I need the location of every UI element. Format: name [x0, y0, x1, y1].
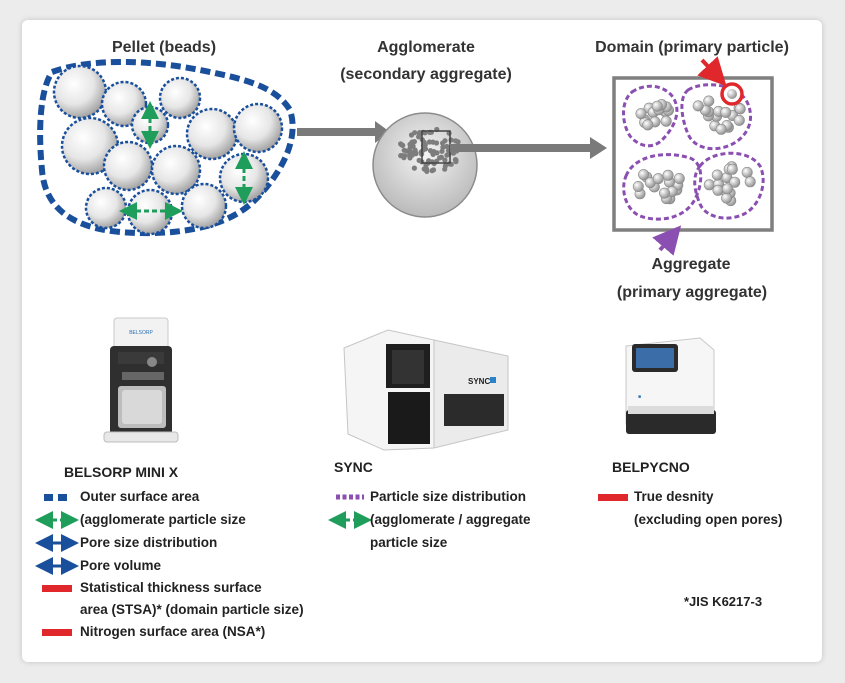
agglomerate-dot: [453, 138, 459, 144]
domain-particle: [651, 100, 663, 112]
agglomerate-dot: [409, 139, 415, 145]
legend-belsorp-6: Nitrogen surface area (NSA*): [80, 624, 266, 639]
label-pellet: Pellet (beads): [111, 39, 217, 56]
instrument-belsorp-image: BELSORP: [103, 317, 179, 443]
domain-particle: [726, 163, 738, 175]
pellet-beads: [52, 64, 284, 236]
aggregate-outline-3: [622, 153, 703, 221]
swatch-red-3: [598, 494, 628, 501]
domain-particle: [638, 169, 650, 181]
agglomerate-dot: [430, 167, 437, 173]
domain-particle: [734, 103, 746, 115]
swatch-blue-dashed: [44, 494, 53, 501]
domain-particle: [715, 123, 727, 135]
domain-red-arrow: [697, 56, 727, 87]
agglomerate-dot: [453, 157, 459, 163]
swatch-red-2: [42, 629, 72, 636]
legend-belsorp-3: Pore volume: [80, 558, 162, 573]
legend-belsorp-1: (agglomerate particle size: [80, 512, 246, 527]
instrument-sync-image: SYNC: [343, 329, 509, 451]
footnote: *JIS K6217-3: [684, 594, 763, 609]
legend-belpycno-1: (excluding open pores): [634, 512, 783, 527]
instrument-name-belsorp: BELSORP MINI X: [64, 464, 179, 480]
agglomerate-dot: [442, 157, 448, 163]
domain-particle: [635, 108, 647, 120]
legend-swatches: [35, 494, 628, 636]
legend-sync-2: particle size: [370, 535, 448, 550]
agglomerate-dot: [398, 153, 404, 159]
agglomerate-dot: [408, 132, 415, 138]
agglomerate-dot: [440, 144, 446, 150]
label-aggregate: Aggregate: [651, 256, 731, 273]
agglomerate-disk: [372, 112, 478, 218]
agglomerate-dot: [409, 152, 415, 158]
flow-arrow-1: [297, 121, 390, 143]
agglomerate-dot: [407, 144, 413, 151]
domain-particle: [712, 184, 724, 196]
agglomerate-dot: [427, 148, 434, 154]
svg-text:■: ■: [638, 394, 641, 400]
domain-particle: [703, 95, 715, 107]
label-secondary-aggregate: (secondary aggregate): [340, 66, 512, 83]
domain-particle: [658, 187, 670, 199]
legend-belsorp-0: Outer surface area: [80, 489, 200, 504]
agglomerate-dot: [444, 152, 450, 158]
aggregate-outline-4: [693, 151, 765, 220]
domain-particle: [662, 169, 674, 181]
legend-belsorp-2: Pore size distribution: [80, 535, 218, 550]
domain-particle: [720, 106, 732, 118]
label-primary-aggregate: (primary aggregate): [616, 284, 768, 301]
domain-particle: [652, 173, 664, 185]
agglomerate-dot: [401, 147, 407, 153]
domain-highlight-particle: [727, 89, 737, 99]
domain-particle: [642, 119, 654, 131]
label-domain: Domain (primary particle): [595, 39, 789, 56]
domain-particle: [741, 166, 753, 178]
domain-particle: [721, 192, 733, 204]
domain-particle: [721, 183, 733, 195]
label-agglomerate: Agglomerate: [377, 39, 475, 56]
instrument-name-sync: SYNC: [334, 459, 373, 475]
agglomerate-dot: [416, 134, 422, 140]
swatch-red-1: [42, 585, 72, 592]
domain-particle: [744, 176, 756, 188]
domain-box: [612, 76, 774, 232]
svg-text:SYNC: SYNC: [468, 377, 490, 386]
svg-text:BELSORP: BELSORP: [129, 330, 153, 336]
legend-sync-0: Particle size distribution: [370, 489, 527, 504]
domain-particle: [733, 114, 745, 126]
agglomerate-dot: [442, 163, 448, 169]
agglomerate-dot: [434, 150, 440, 156]
domain-particle: [692, 100, 704, 112]
domain-particles: [632, 95, 756, 207]
legend-belsorp-5: area (STSA)* (domain particle size): [80, 602, 304, 617]
agglomerate-dot: [444, 143, 450, 150]
agglomerate-dot: [424, 168, 430, 174]
domain-particle: [711, 169, 723, 181]
domain-particle: [673, 173, 685, 185]
agglomerate-dot: [398, 141, 404, 147]
instrument-name-belpycno: BELPYCNO: [612, 459, 690, 475]
agglomerate-dot: [439, 148, 445, 154]
agglomerate-dot: [430, 139, 436, 145]
agglomerate-dot: [442, 138, 448, 144]
instrument-belpycno-image: ■: [625, 337, 716, 434]
agglomerate-dot: [411, 165, 417, 171]
agglomerate-dot: [402, 153, 408, 159]
legend-belsorp-4: Statistical thickness surface: [80, 580, 262, 595]
legend-sync-1: (agglomerate / aggregate: [370, 512, 531, 527]
flow-arrow-2: [450, 137, 607, 159]
domain-particle: [632, 181, 644, 193]
aggregate-purple-arrow: [652, 225, 682, 256]
agglomerate-dot: [437, 155, 443, 161]
domain-particle: [660, 115, 672, 127]
legend-belpycno-0: True desnity: [634, 489, 714, 504]
domain-particle: [729, 176, 741, 188]
